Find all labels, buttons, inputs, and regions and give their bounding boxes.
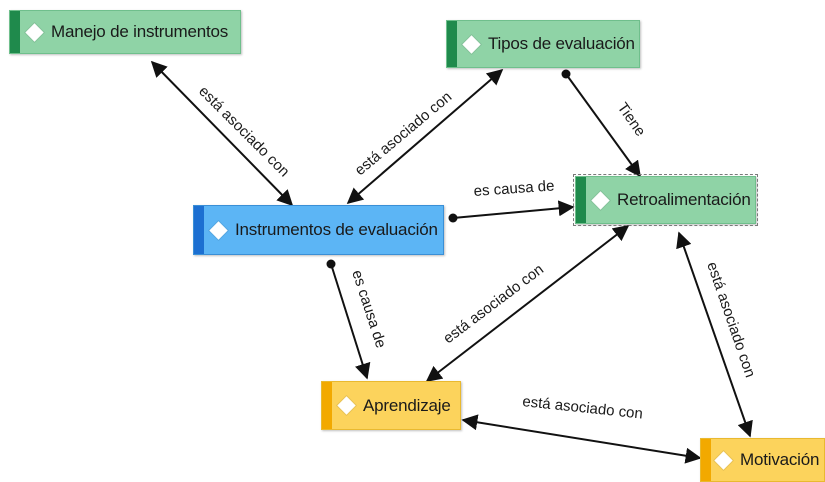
node-color-bar bbox=[322, 382, 332, 429]
node-retroalimentacion[interactable]: Retroalimentación bbox=[573, 174, 758, 226]
edge-instrumentos-tipos[interactable] bbox=[346, 68, 504, 205]
edge-manejo-instrumentos[interactable] bbox=[150, 60, 294, 207]
diamond-icon bbox=[337, 396, 356, 415]
diamond-icon bbox=[209, 220, 228, 240]
node-label: Retroalimentación bbox=[617, 190, 751, 209]
edge-aprendizaje-retro[interactable] bbox=[425, 225, 630, 382]
node-label: Instrumentos de evaluación bbox=[235, 220, 438, 239]
edge-instrumentos-aprendizaje[interactable] bbox=[330, 263, 371, 380]
node-manejo-de-instrumentos[interactable]: Manejo de instrumentos bbox=[9, 10, 241, 54]
node-label: Motivación bbox=[740, 450, 820, 469]
edge-label-manejo-instrumentos: está asociado con bbox=[195, 83, 293, 181]
node-label: Aprendizaje bbox=[363, 395, 451, 415]
node-color-bar bbox=[576, 177, 586, 223]
node-color-bar bbox=[10, 11, 20, 53]
edge-label-aprendizaje-retro: está asociado con bbox=[440, 261, 547, 347]
edge-label-instrumentos-retro: es causa de bbox=[473, 177, 555, 200]
node-label: Tipos de evaluación bbox=[488, 34, 635, 53]
diamond-icon bbox=[591, 190, 610, 210]
edge-instrumentos-retro[interactable] bbox=[452, 200, 575, 219]
node-color-bar bbox=[447, 21, 457, 67]
diamond-icon bbox=[462, 34, 481, 54]
diamond-icon bbox=[714, 450, 733, 470]
diamond-icon bbox=[25, 22, 44, 42]
node-label: Manejo de instrumentos bbox=[51, 22, 229, 41]
edge-tipos-retro[interactable] bbox=[565, 73, 641, 178]
node-tipos-de-evaluacion[interactable]: Tipos de evaluación bbox=[446, 20, 640, 68]
edge-label-aprendizaje-motivacion: está asociado con bbox=[522, 393, 644, 423]
edge-retro-motivacion[interactable] bbox=[676, 231, 753, 438]
node-aprendizaje[interactable]: Aprendizaje bbox=[321, 381, 461, 430]
edge-label-tipos-retro: Tiene bbox=[614, 100, 649, 140]
node-instrumentos-de-evaluacion[interactable]: Instrumentos de evaluación bbox=[193, 205, 444, 255]
node-color-bar bbox=[701, 439, 711, 481]
node-color-bar bbox=[194, 206, 204, 254]
edge-label-retro-motivacion: está asociado con bbox=[703, 260, 758, 380]
edge-aprendizaje-motivacion[interactable] bbox=[461, 414, 702, 464]
edge-label-instrumentos-tipos: está asociado con bbox=[352, 88, 456, 179]
node-motivacion[interactable]: Motivación bbox=[700, 438, 825, 482]
